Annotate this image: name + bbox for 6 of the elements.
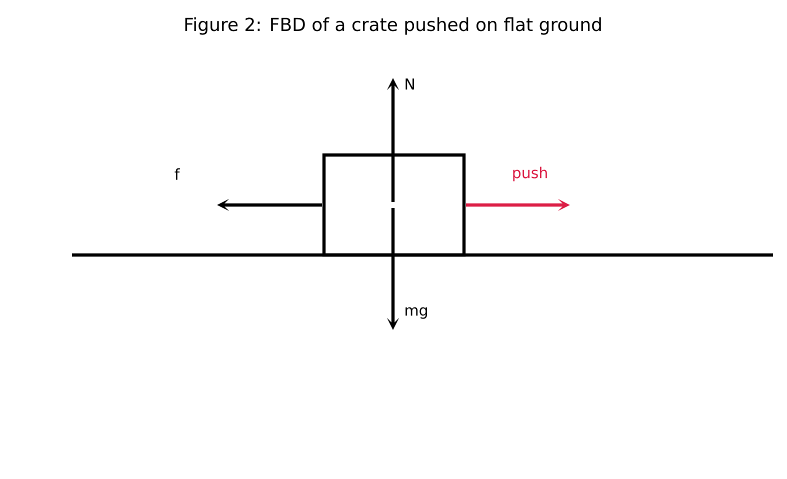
title: Figure 2: FBD of a crate pushed on flat ground	[185, 17, 601, 35]
crate-box	[322, 153, 466, 257]
force-label: mg	[406, 307, 427, 319]
force-label: f	[174, 168, 180, 180]
force-label: N	[406, 78, 414, 90]
force-label: push	[513, 166, 547, 182]
